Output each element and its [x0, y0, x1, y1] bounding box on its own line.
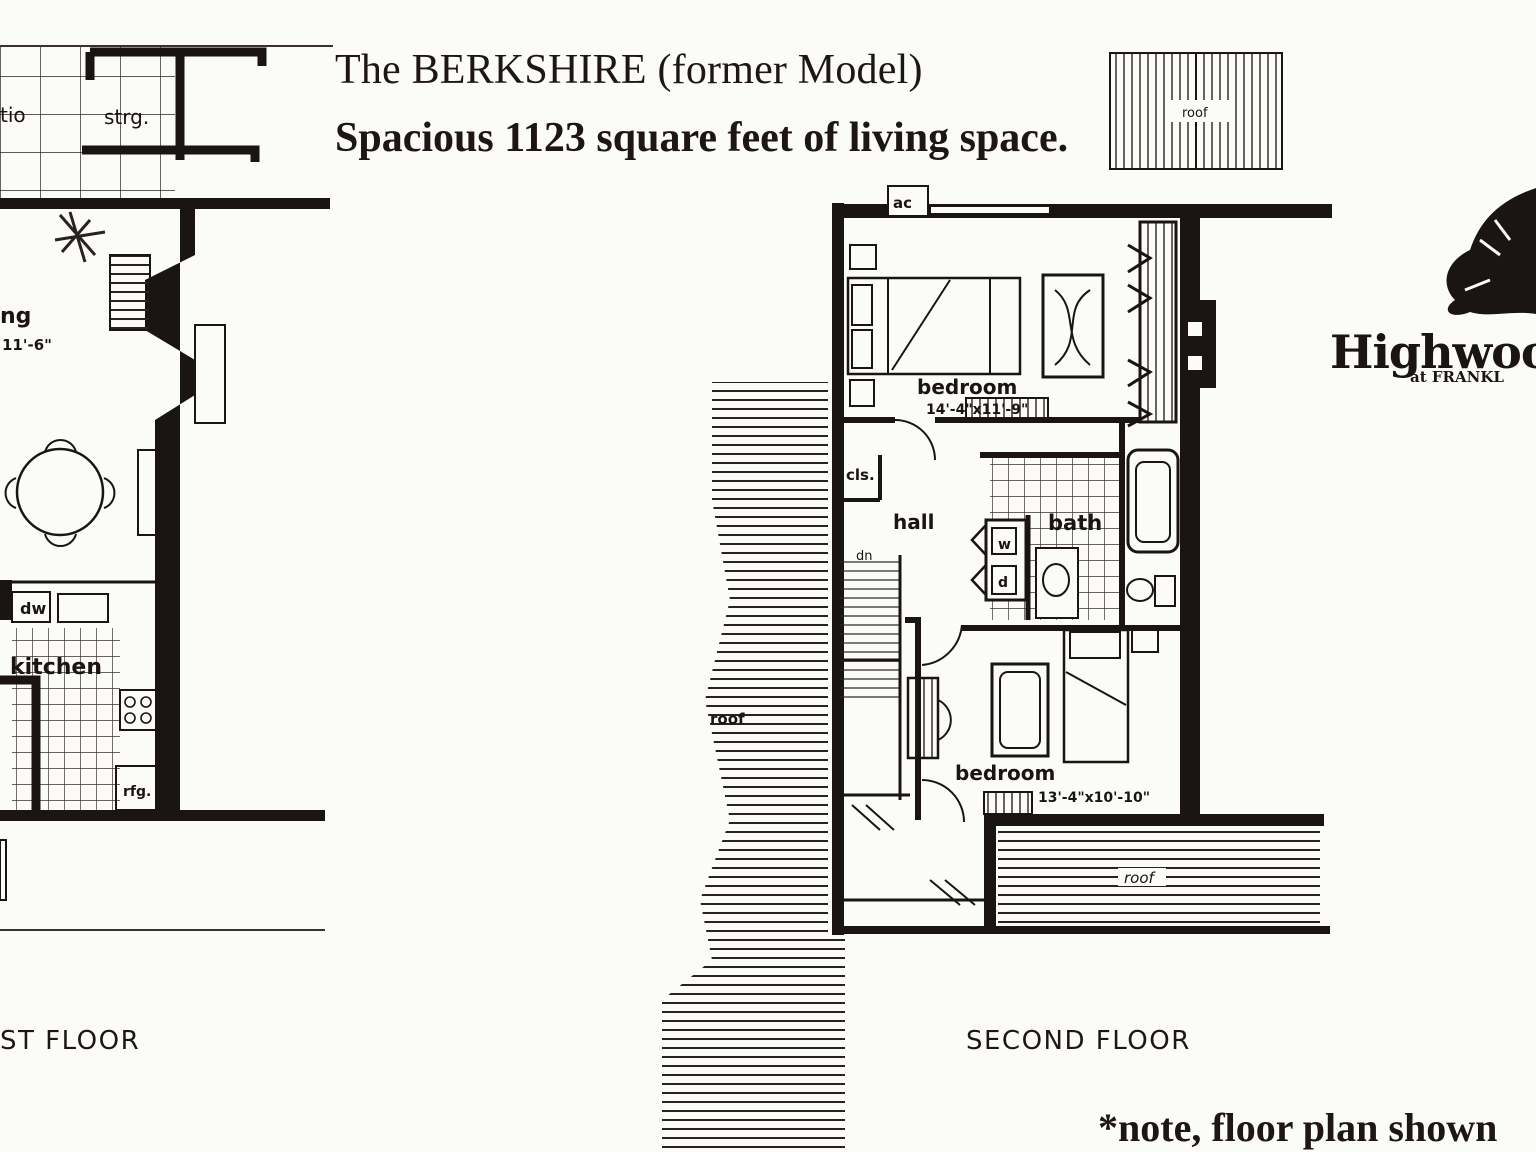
- roof-thumbnail: roof: [1109, 52, 1283, 170]
- page-subtitle: Spacious 1123 square feet of living spac…: [335, 115, 1069, 161]
- first-floor-label: ST FLOOR: [0, 1026, 141, 1056]
- down-label: dn: [856, 549, 873, 564]
- storage-label: strg.: [104, 105, 149, 129]
- ac-label: ac: [893, 194, 912, 212]
- bedroom1-dims: 14'-4"x11'-9": [926, 402, 1028, 418]
- logo-name: Highwooc: [1330, 325, 1536, 379]
- patio-label: tio: [0, 103, 26, 127]
- second-floor-label: SECOND FLOOR: [966, 1026, 1191, 1056]
- footer-note: *note, floor plan shown: [1098, 1105, 1498, 1150]
- refrigerator-label: rfg.: [123, 784, 151, 800]
- roof-right-label: roof: [1124, 869, 1157, 887]
- closet-label: cls.: [846, 466, 875, 484]
- bedroom2-label: bedroom: [955, 761, 1055, 785]
- roof-thumbnail-label: roof: [1182, 106, 1208, 121]
- tree-logo-icon: [1446, 188, 1536, 315]
- living-dims: 11'-6": [2, 336, 52, 354]
- first-floor-plan: tio strg. ng 11'-6" dw kitchen rfg.: [0, 45, 333, 931]
- logo-sub: at FRANKL: [1410, 368, 1504, 386]
- bath-label: bath: [1048, 511, 1102, 535]
- living-label: ng: [0, 304, 31, 329]
- washer-label: w: [998, 537, 1011, 553]
- bedroom2-dims: 13'-4"x10'-10": [1038, 790, 1150, 806]
- page-title: The BERKSHIRE (former Model): [335, 47, 923, 93]
- kitchen-label: kitchen: [10, 655, 102, 680]
- roof-left-label: roof: [710, 710, 745, 728]
- dishwasher-label: dw: [20, 599, 46, 618]
- second-floor-plan: ac bedroom 14'-4"x11'-9" cls. hall bath …: [662, 185, 1332, 1148]
- hall-label: hall: [893, 510, 934, 534]
- bedroom1-label: bedroom: [917, 375, 1017, 399]
- dryer-label: d: [998, 575, 1008, 591]
